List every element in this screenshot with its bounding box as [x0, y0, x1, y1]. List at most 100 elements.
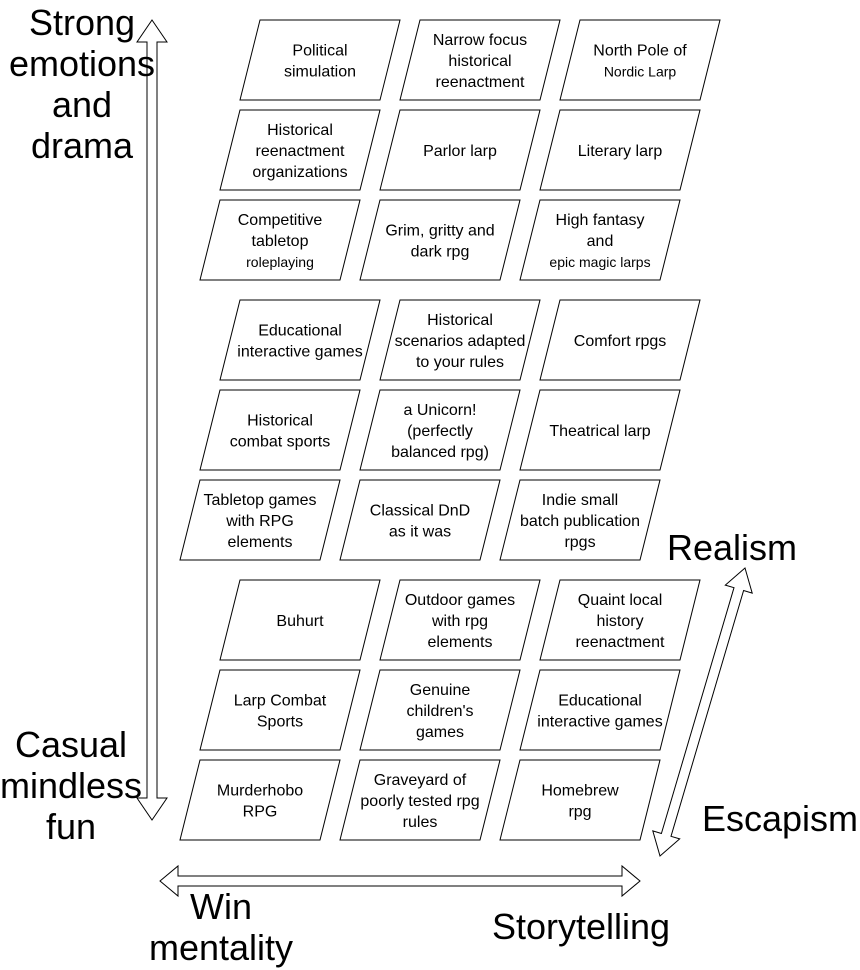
category-cell: Historical combat sports: [199, 389, 361, 471]
arrows-group: [136, 19, 753, 898]
label-line: Escapism: [701, 798, 859, 839]
cell-parallelogram: [539, 299, 701, 381]
cell-label-line: Historical: [247, 413, 313, 430]
category-cell: Genuine children's games: [359, 669, 521, 751]
axis-label-win-mentality: Win mentality: [146, 886, 296, 968]
cell-parallelogram: [179, 759, 341, 841]
cell-parallelogram: [199, 669, 361, 751]
cell-parallelogram: [359, 389, 521, 471]
cell-label-line: simulation: [284, 64, 356, 81]
cell-label-line: Murderhobo: [217, 783, 303, 800]
cell-label-line: Genuine: [410, 682, 471, 699]
category-cell: North Pole of Nordic Larp: [559, 19, 721, 101]
label-line: fun: [45, 806, 97, 847]
cell-parallelogram: [379, 299, 541, 381]
cell-label-line: Outdoor games: [405, 592, 515, 609]
cell-label-line: balanced rpg): [391, 444, 489, 461]
cell-label-line: Grim, gritty and: [385, 223, 494, 240]
cell-label-line: elements: [228, 534, 293, 551]
category-cell: Parlor larp: [379, 109, 541, 191]
cell-parallelogram: [219, 299, 381, 381]
cell-label-line: Educational: [258, 323, 342, 340]
cell-label-line: Literary larp: [578, 143, 663, 160]
cell-label-line: tabletop: [252, 233, 309, 250]
category-cell: Historical scenarios adapted to your rules: [379, 299, 541, 381]
cell-label-line: poorly tested rpg: [360, 793, 479, 810]
label-line: emotions: [8, 43, 156, 84]
label-line: Casual: [14, 724, 128, 765]
label-line: Strong: [28, 2, 136, 43]
cell-parallelogram: [179, 479, 341, 561]
cell-parallelogram: [239, 19, 401, 101]
cell-parallelogram: [539, 579, 701, 661]
cell-label-line: Comfort rpgs: [574, 333, 666, 350]
cell-label-line: Political: [292, 43, 347, 60]
cell-label-line: Educational: [558, 693, 642, 710]
cell-label-line: games: [416, 724, 464, 741]
cell-label-line: Competitive: [238, 212, 323, 229]
cell-parallelogram: [559, 19, 721, 101]
cell-label-line: roleplaying: [246, 254, 314, 270]
cell-label-line: to your rules: [416, 354, 504, 371]
cell-label-line: interactive games: [537, 714, 662, 731]
cell-parallelogram: [199, 389, 361, 471]
cell-parallelogram: [339, 759, 501, 841]
cell-label-line: Nordic Larp: [604, 64, 677, 80]
cell-label-line: reenactment: [576, 634, 665, 651]
cell-label-line: reenactment: [256, 143, 345, 160]
cell-label-line: rpgs: [564, 534, 595, 551]
cell-parallelogram: [219, 579, 381, 661]
cell-label-line: epic magic larps: [549, 254, 650, 270]
cell-parallelogram: [359, 199, 521, 281]
cell-label-line: RPG: [243, 804, 278, 821]
category-cell: Educational interactive games: [219, 299, 381, 381]
cell-label-line: Quaint local: [578, 592, 663, 609]
axis-label-escapism: Escapism: [700, 798, 860, 839]
axis-label-strong-emotions: Strong emotions and drama: [0, 2, 164, 166]
cell-label-line: children's: [406, 703, 473, 720]
vertical-double-arrow: [136, 19, 168, 821]
cell-label-line: combat sports: [230, 434, 330, 451]
cell-parallelogram: [339, 479, 501, 561]
cell-label-line: High fantasy: [556, 212, 645, 229]
category-cell: Comfort rpgs: [539, 299, 701, 381]
cell-label-line: Parlor larp: [423, 143, 497, 160]
category-cell: Buhurt: [219, 579, 381, 661]
axis-label-storytelling: Storytelling: [486, 906, 676, 947]
label-line: Win: [190, 886, 252, 927]
cell-label-line: scenarios adapted: [395, 333, 526, 350]
category-cell: Grim, gritty and dark rpg: [359, 199, 521, 281]
cell-parallelogram: [399, 19, 561, 101]
label-line: Storytelling: [491, 906, 671, 947]
cell-label-line: North Pole of: [593, 43, 687, 60]
cell-label-line: reenactment: [436, 74, 525, 91]
cell-parallelogram: [199, 199, 361, 281]
label-line: drama: [30, 125, 134, 166]
cell-parallelogram: [379, 109, 541, 191]
cell-label-line: dark rpg: [411, 244, 470, 261]
horizontal-double-arrow: [159, 864, 641, 898]
category-cell: Political simulation: [239, 19, 401, 101]
cell-label-line: Historical: [427, 312, 493, 329]
cell-label-line: batch publication: [520, 513, 640, 530]
cell-label-line: interactive games: [237, 344, 362, 361]
cell-label-line: Tabletop games: [204, 492, 317, 509]
cell-label-line: Homebrew: [541, 783, 619, 800]
label-line: and: [51, 84, 113, 125]
cell-label-line: organizations: [252, 164, 347, 181]
cell-parallelogram: [499, 479, 661, 561]
cell-label-line: history: [596, 613, 643, 630]
depth-double-arrow: [652, 567, 753, 857]
category-cell: Literary larp: [539, 109, 701, 191]
